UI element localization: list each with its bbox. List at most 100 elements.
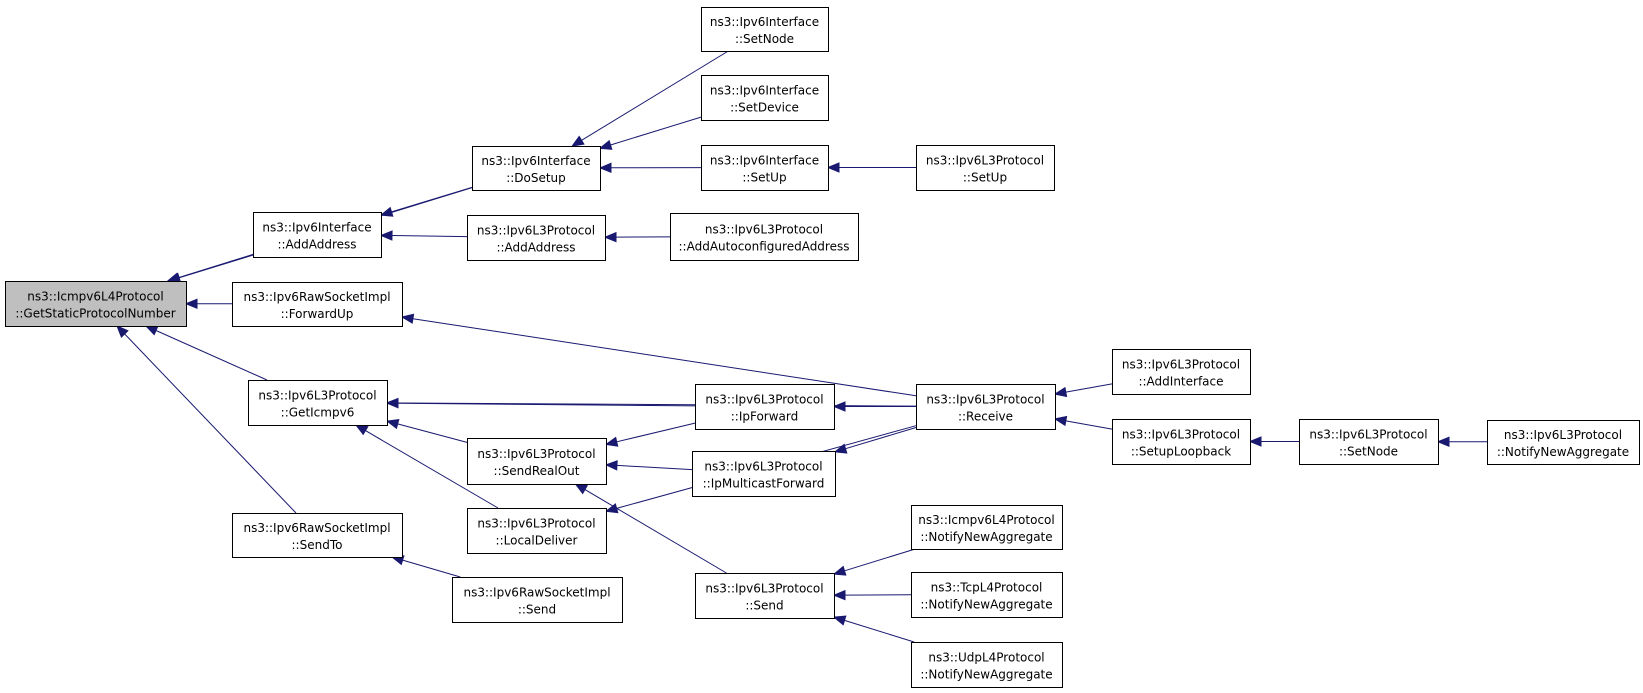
arrowhead-icon [166,272,181,283]
node-class-label: ns3::Ipv6RawSocketImpl [243,290,390,304]
node-class-label: ns3::UdpL4Protocol [928,651,1044,665]
node-method-label: ::Send [745,599,783,613]
node-box [467,215,606,261]
arrowhead-icon [832,565,847,576]
node-method-label: ::NotifyNewAggregate [920,668,1052,682]
graph-node-l3SendRealOut[interactable]: ns3::Ipv6L3Protocol::SendRealOut [467,438,607,485]
node-box [253,212,382,258]
edge-line [397,402,696,407]
node-method-label: ::ForwardUp [281,307,354,321]
graph-node-ifaceSetDevice[interactable]: ns3::Ipv6Interface::SetDevice [701,75,829,121]
node-method-label: ::AddAutoconfiguredAddress [679,240,850,254]
node-class-label: ns3::Ipv6L3Protocol [477,517,595,531]
node-box [472,146,601,191]
node-class-label: ns3::Ipv6L3Protocol [477,447,595,461]
arrowhead-icon [1248,436,1262,447]
edge-line [124,333,297,514]
node-box [248,380,388,426]
graph-node-l3LocalDeliver[interactable]: ns3::Ipv6L3Protocol::LocalDeliver [467,508,607,554]
node-method-label: ::SetNode [1339,445,1398,459]
arrowhead-icon [598,139,613,150]
node-class-label: ns3::Ipv6L3Protocol [705,223,823,237]
graph-node-ifaceSetUp[interactable]: ns3::Ipv6Interface::SetUp [701,145,829,191]
node-box [232,513,403,558]
arrowhead-icon [354,424,369,436]
graph-node-l3AddInterface[interactable]: ns3::Ipv6L3Protocol::AddInterface [1112,349,1251,395]
call-edge-ifaceSetUp-to-ifaceDoSetup [598,162,702,174]
graph-node-tcpNotify[interactable]: ns3::TcpL4Protocol::NotifyNewAggregate [911,572,1063,618]
node-box [701,75,829,121]
arrowhead-icon [832,401,846,412]
node-method-label: ::SendRealOut [494,464,580,478]
graph-node-l3AddAddress[interactable]: ns3::Ipv6L3Protocol::AddAddress [467,215,606,261]
graph-node-l3Receive[interactable]: ns3::Ipv6L3Protocol::Receive [916,384,1056,430]
arrowhead-icon [1436,436,1450,447]
graph-node-ifaceDoSetup[interactable]: ns3::Ipv6Interface::DoSetup [472,146,601,191]
arrowhead-icon [832,615,847,626]
call-edge-ifaceSetNode-to-ifaceDoSetup [571,50,729,147]
node-class-label: ns3::Ipv6L3Protocol [477,224,595,238]
node-method-label: ::LocalDeliver [496,534,578,548]
node-class-label: ns3::Icmpv6L4Protocol [918,513,1054,527]
node-box [467,508,607,554]
edge-line [584,489,727,574]
call-edge-ifaceDoSetup-to-ifaceAddAddress [379,186,473,217]
edge-line [845,427,917,450]
arrowhead-icon [116,325,129,338]
graph-node-l3GetIcmpv6[interactable]: ns3::Ipv6L3Protocol::GetIcmpv6 [248,380,388,426]
call-edge-rawSendTo-to-root [116,325,297,514]
node-class-label: ns3::Ipv6L3Protocol [926,393,1044,407]
graph-node-l3IpForward[interactable]: ns3::Ipv6L3Protocol::IpForward [695,384,835,430]
call-edge-l3IpForward-to-l3SendRealOut [604,422,696,447]
graph-node-icmpNotify[interactable]: ns3::Icmpv6L4Protocol::NotifyNewAggregat… [911,505,1063,550]
arrowhead-icon [571,135,585,147]
node-box [692,451,836,497]
arrowhead-icon [385,419,400,430]
graph-node-l3SetupLoopback[interactable]: ns3::Ipv6L3Protocol::SetupLoopback [1112,419,1251,465]
node-box [232,282,403,327]
node-method-label: ::AddAddress [496,241,575,255]
node-box [701,7,829,52]
node-method-label: ::SetDevice [730,101,799,115]
node-method-label: ::IpForward [731,410,799,424]
node-class-label: ns3::Ipv6L3Protocol [1309,428,1427,442]
graph-node-l3IpMulticastForward[interactable]: ns3::Ipv6L3Protocol::IpMulticastForward [692,451,836,497]
graph-node-udpNotify[interactable]: ns3::UdpL4Protocol::NotifyNewAggregate [911,642,1063,688]
graph-node-root[interactable]: ns3::Icmpv6L4Protocol::GetStaticProtocol… [5,281,187,327]
graph-node-l3Send[interactable]: ns3::Ipv6L3Protocol::Send [695,573,835,619]
arrowhead-icon [604,436,619,447]
graph-node-ifaceAddAddress[interactable]: ns3::Ipv6Interface::AddAddress [253,212,382,258]
graph-node-l3NotifyNewAggregate[interactable]: ns3::Ipv6L3Protocol::NotifyNewAggregate [1487,420,1640,465]
edge-line [402,559,461,578]
arrowhead-icon [603,231,617,243]
graph-node-l3SetUp[interactable]: ns3::Ipv6L3Protocol::SetUp [916,145,1055,191]
call-edge-ifaceSetDevice-to-ifaceDoSetup [598,116,702,150]
node-method-label: ::SendTo [292,538,343,552]
graph-node-rawSend[interactable]: ns3::Ipv6RawSocketImpl::Send [452,577,623,623]
node-box [695,573,835,619]
node-class-label: ns3::Icmpv6L4Protocol [27,290,163,304]
call-edge-l3AddAutoconf-to-l3AddAddress [603,231,671,243]
node-class-label: ns3::Ipv6L3Protocol [926,154,1044,168]
graph-node-l3SetNode[interactable]: ns3::Ipv6L3Protocol::SetNode [1299,419,1439,465]
node-box [911,642,1063,688]
node-class-label: ns3::Ipv6L3Protocol [705,393,823,407]
graph-node-ifaceSetNode[interactable]: ns3::Ipv6Interface::SetNode [701,7,829,52]
node-method-label: ::NotifyNewAggregate [1497,445,1629,459]
node-method-label: ::SetupLoopback [1131,445,1231,459]
node-method-label: ::AddInterface [1138,375,1223,389]
graph-node-rawForwardUp[interactable]: ns3::Ipv6RawSocketImpl::ForwardUp [232,282,403,327]
node-box [911,572,1063,618]
call-edge-l3SetupLoopback-to-l3Receive [1053,415,1113,430]
call-edge-rawSend-to-rawSendTo [390,555,461,578]
arrowhead-icon [184,298,198,309]
graph-node-rawSendTo[interactable]: ns3::Ipv6RawSocketImpl::SendTo [232,513,403,558]
call-edge-l3Receive-to-l3IpForward [832,401,916,412]
edge-line [412,318,917,397]
edge-line [1065,420,1113,430]
call-edge-l3SetUp-to-ifaceSetUp [826,162,916,173]
node-class-label: ns3::Ipv6RawSocketImpl [463,586,610,600]
arrowhead-icon [604,460,618,471]
graph-node-l3AddAutoconf[interactable]: ns3::Ipv6L3Protocol::AddAutoconfiguredAd… [670,213,859,261]
edge-line [616,422,696,443]
